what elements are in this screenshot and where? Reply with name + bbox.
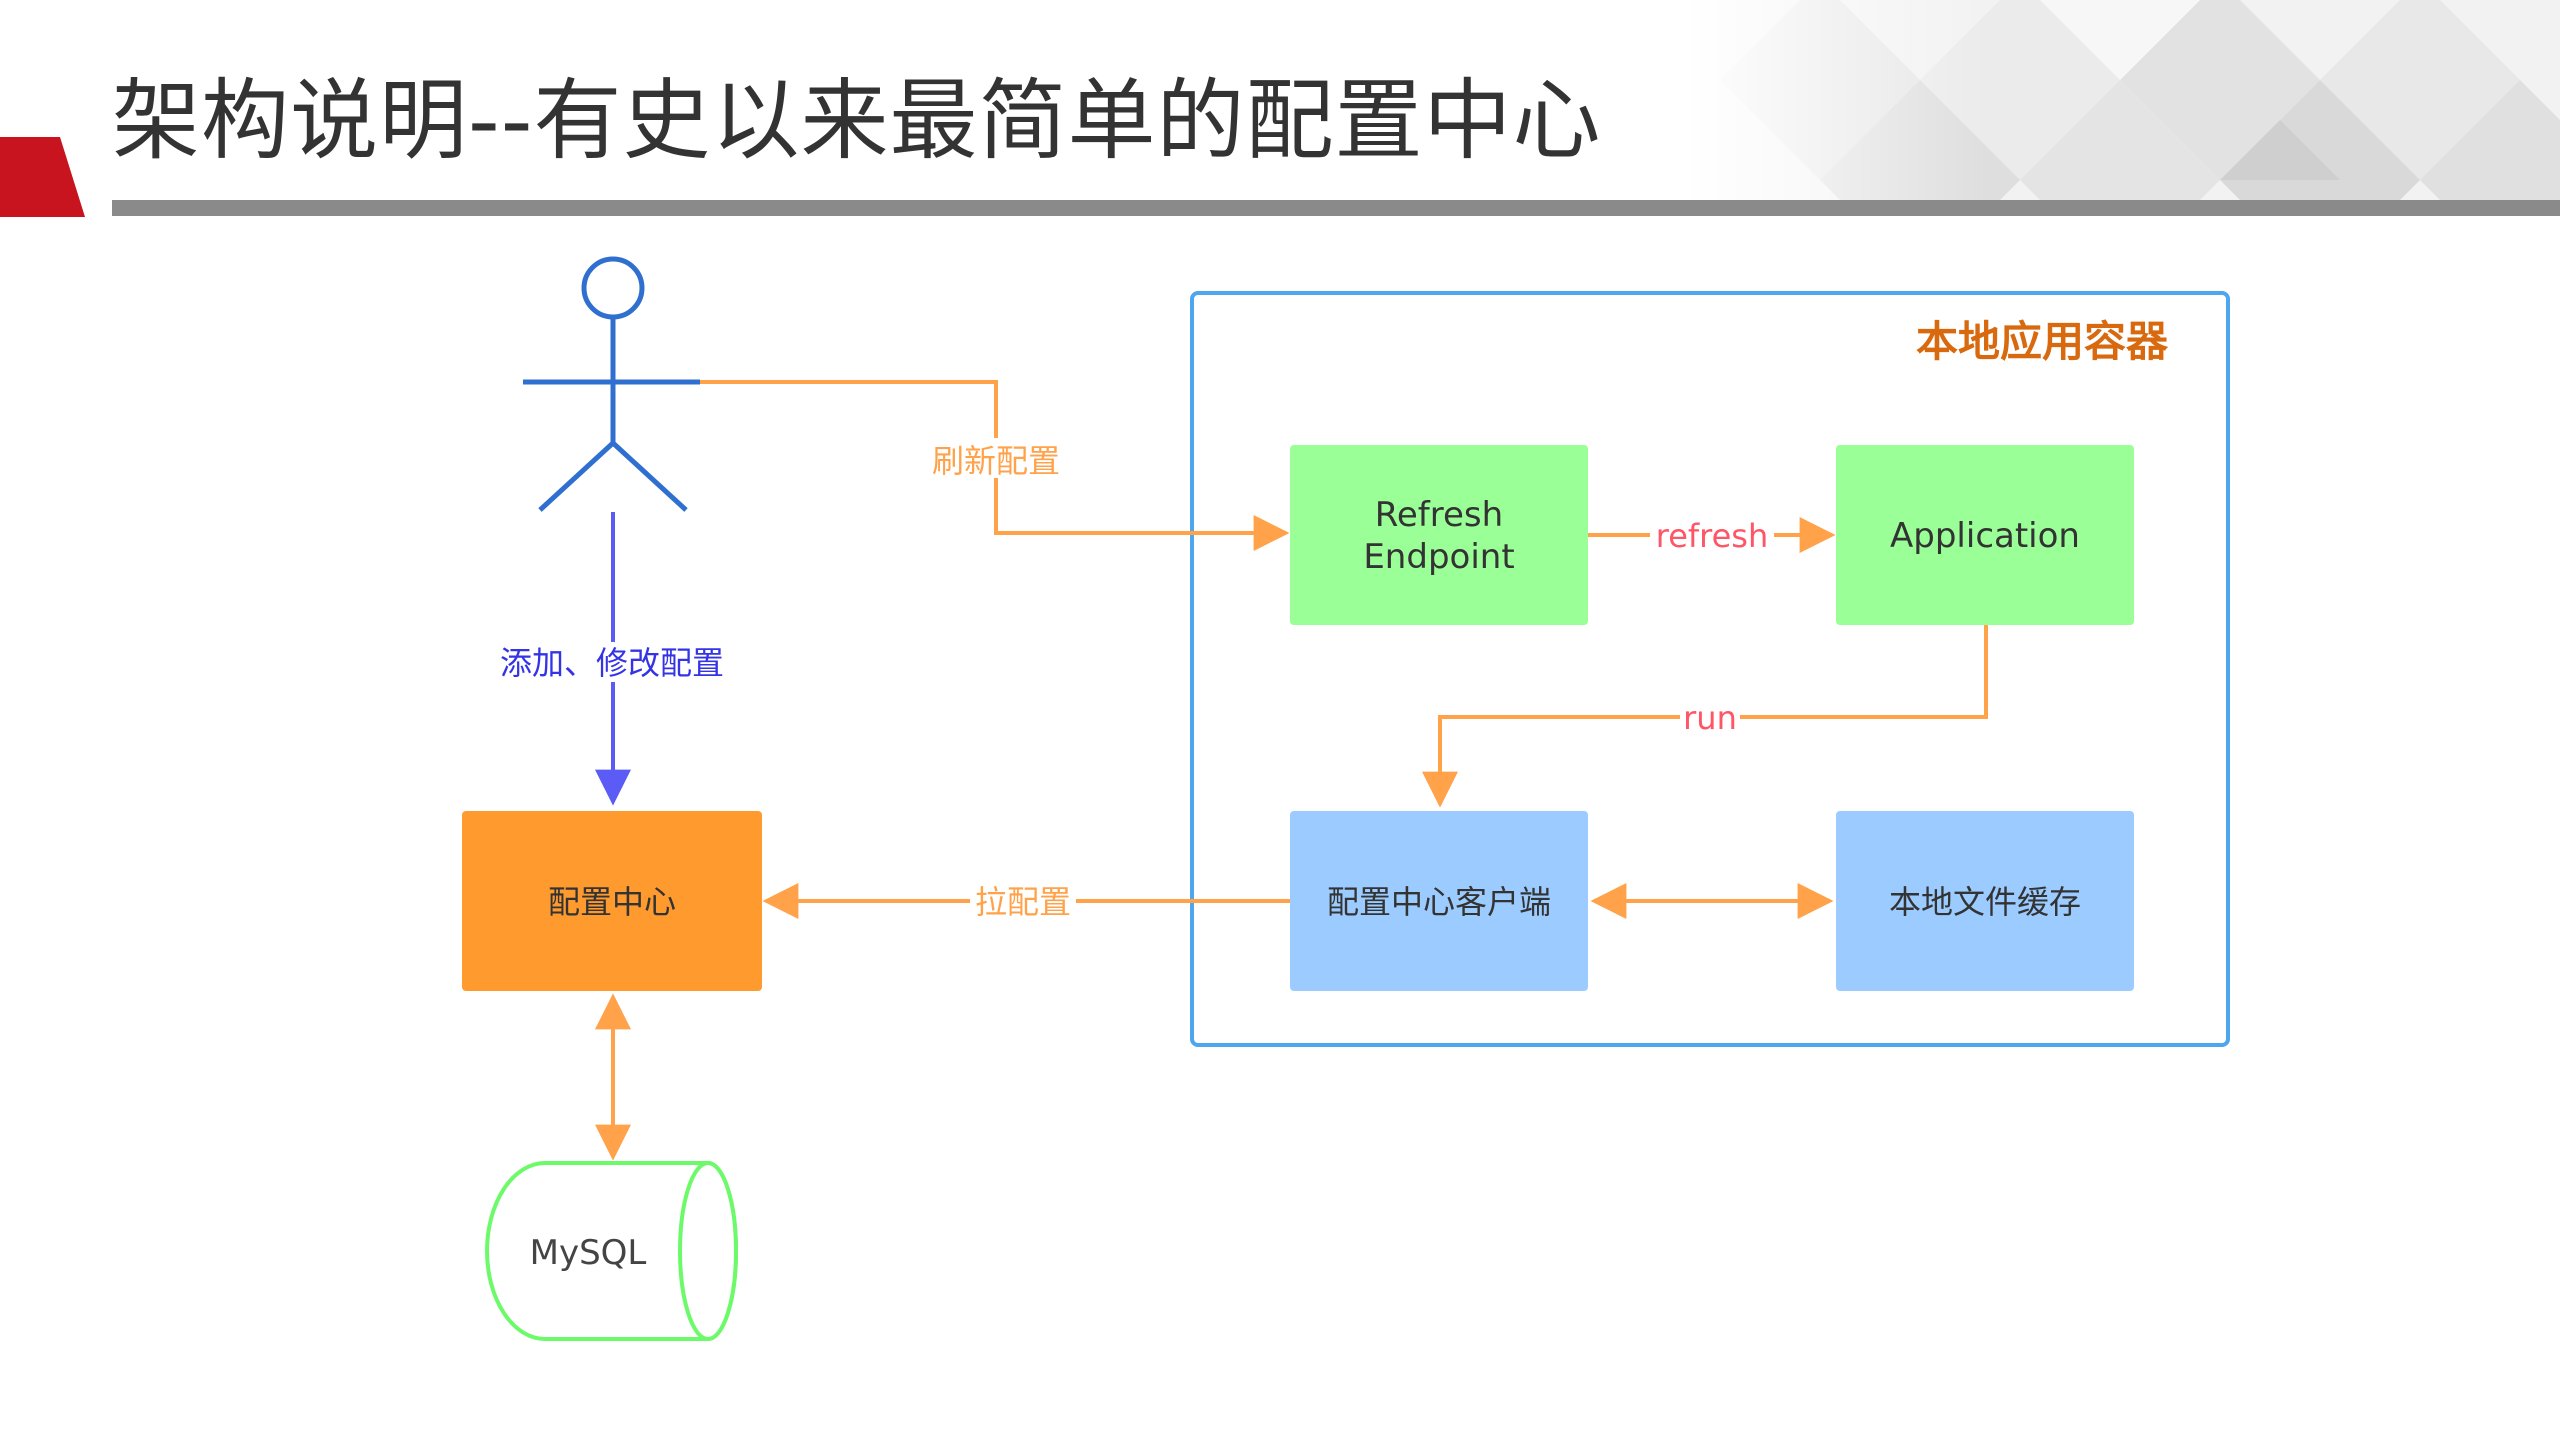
- node-application-label: Application: [1890, 516, 2080, 556]
- title-divider: [112, 200, 2560, 216]
- node-config-client-label: 配置中心客户端: [1327, 883, 1551, 921]
- node-application: [1836, 445, 2134, 625]
- node-config-center: [462, 811, 762, 991]
- actor-icon: [523, 256, 700, 512]
- edge-label-refresh: refresh: [1656, 517, 1769, 555]
- node-config-client: [1290, 811, 1588, 991]
- header-background-pattern: [1680, 0, 2560, 200]
- title-accent-tab: [0, 137, 85, 217]
- node-refresh-endpoint: [1290, 445, 1588, 625]
- slide-title: 架构说明--有史以来最简单的配置中心: [112, 69, 1602, 172]
- local-app-container: [1190, 291, 2230, 1047]
- edge-label-run: run: [1683, 699, 1737, 737]
- node-refresh-endpoint-line1: Refresh: [1375, 495, 1503, 535]
- edge-label-pull-config: 拉配置: [975, 883, 1071, 921]
- edge-label-add-modify: 添加、修改配置: [500, 644, 724, 682]
- node-local-cache-label: 本地文件缓存: [1889, 883, 2081, 921]
- node-mysql-label: MySQL: [530, 1233, 647, 1273]
- node-config-center-label: 配置中心: [548, 883, 676, 921]
- container-label: 本地应用容器: [1916, 317, 2169, 366]
- node-local-cache: [1836, 811, 2134, 991]
- edge-label-refresh-config: 刷新配置: [932, 442, 1060, 480]
- node-refresh-endpoint-line2: Endpoint: [1363, 537, 1514, 577]
- database-icon: [485, 1161, 738, 1341]
